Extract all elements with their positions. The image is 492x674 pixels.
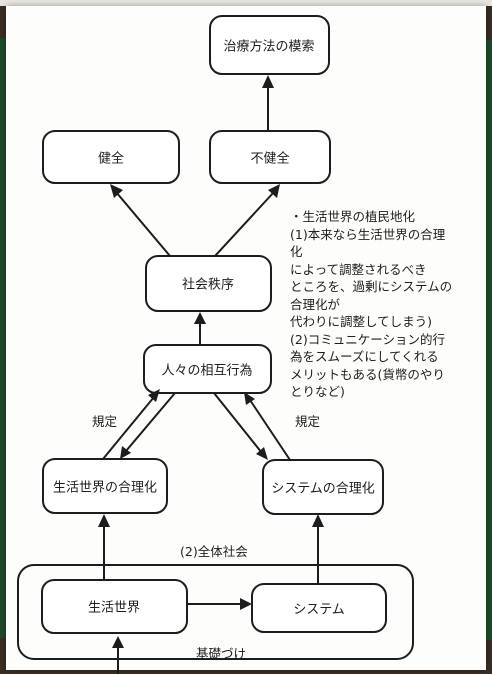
interaction-node-box xyxy=(143,344,272,394)
note-line: 代わりに調整してしまう) xyxy=(290,314,433,329)
social-order-node-label: 社会秩序 xyxy=(181,277,235,293)
arrowhead-healthy xyxy=(110,184,123,198)
lifeworld-rationalization-node-box xyxy=(42,458,168,514)
note-line: 化 xyxy=(290,244,303,259)
lifeworld-node-label: 生活世界 xyxy=(87,600,141,616)
arrowhead-lifeworld-rat xyxy=(120,446,131,459)
note-line: によって調整されるべき xyxy=(290,261,427,277)
system-node-label: システム xyxy=(293,602,345,618)
arrowhead-system-rat-up xyxy=(312,514,324,527)
unhealthy-node-label: 不健全 xyxy=(250,151,290,167)
note-line: 合理化が xyxy=(290,296,341,312)
background-green-right xyxy=(486,40,492,640)
note-line: (2)コミュニケーション的行 xyxy=(290,331,445,347)
whole-society-container xyxy=(17,564,414,660)
arrowhead-search xyxy=(262,75,274,88)
interaction-node-label: 人々の相互行為 xyxy=(161,363,253,379)
search-node-box xyxy=(209,15,330,75)
unhealthy-node-box xyxy=(209,130,331,184)
arrow-system-rat-to-interaction xyxy=(249,399,291,461)
foundation-label: 基礎づけ xyxy=(196,646,247,661)
background-green-left xyxy=(0,38,6,638)
note-line: ところを、過剰にシステムの xyxy=(290,279,453,294)
arrowhead-interaction-right xyxy=(244,392,255,405)
paper-sheet xyxy=(6,6,486,670)
note-line: メリットもある(貨幣のやり xyxy=(290,366,445,382)
lifeworld-node-box xyxy=(41,579,188,634)
system-rationalization-node-box xyxy=(262,459,384,515)
frame-top-edge xyxy=(0,0,492,6)
social-order-node-box xyxy=(145,255,272,312)
note-line: ・生活世界の植民地化 xyxy=(290,209,416,224)
note-line: (1)本来なら生活世界の合理 xyxy=(290,226,446,242)
arrow-interaction-to-system-rat xyxy=(213,392,263,454)
whole-society-label: (2)全体社会 xyxy=(180,544,248,559)
arrowhead-foundation xyxy=(112,636,124,648)
colonization-note: ・生活世界の植民地化 (1)本来なら生活世界の合理 化 によって調整されるべき … xyxy=(290,208,480,401)
regulation-label-right: 規定 xyxy=(295,414,321,429)
arrowhead-order xyxy=(194,312,206,324)
arrowhead-system xyxy=(240,598,252,610)
arrow-order-to-healthy xyxy=(115,191,171,257)
arrow-lifeworld-rat-to-interaction xyxy=(102,396,155,460)
arrow-interaction-to-lifeworld-rat xyxy=(125,392,176,452)
arrowhead-unhealthy xyxy=(268,184,280,198)
note-line: 為をスムーズにしてくれる xyxy=(290,349,439,364)
arrowhead-interaction-left xyxy=(148,389,160,402)
arrow-order-to-unhealthy xyxy=(214,191,275,257)
regulation-label-left: 規定 xyxy=(92,414,118,429)
healthy-node-box xyxy=(42,130,180,184)
healthy-node-label: 健全 xyxy=(97,151,125,167)
search-node-label: 治療方法の模索 xyxy=(223,39,315,55)
system-rationalization-node-label: システムの合理化 xyxy=(271,481,375,497)
arrowhead-system-rat xyxy=(256,447,268,460)
lifeworld-rationalization-node-label: 生活世界の合理化 xyxy=(52,480,158,496)
note-line: とりなど) xyxy=(290,384,345,399)
arrowhead-lifeworld-rat-up xyxy=(98,514,110,527)
